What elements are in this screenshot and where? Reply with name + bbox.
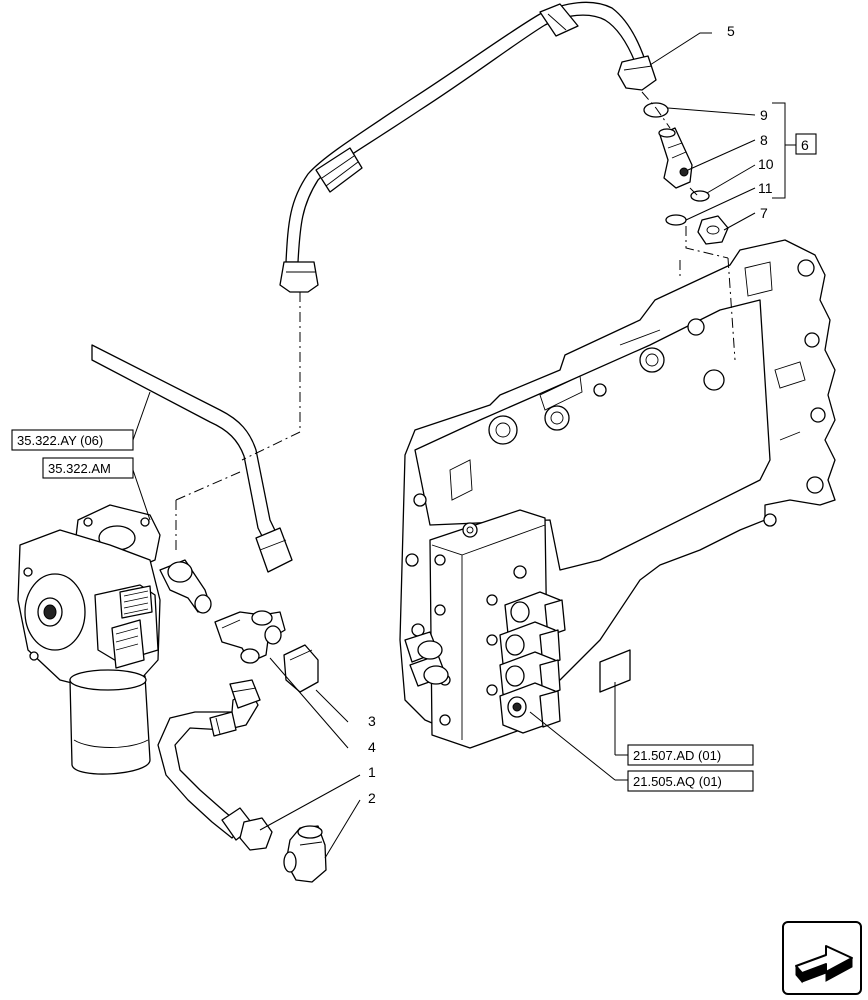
- solenoid-4: [499, 682, 561, 734]
- callout-2: 2: [368, 790, 376, 806]
- callout-6-box: [795, 133, 817, 155]
- pump-assembly: [17, 504, 212, 775]
- callout-10: 10: [758, 156, 774, 172]
- reference-boxes: 35.322.AY (06) 35.322.AM 21.507.AD (01) …: [11, 429, 754, 792]
- callout-11: 11: [758, 180, 773, 196]
- o-ring-10: [690, 190, 710, 202]
- callout-5: 5: [727, 23, 735, 39]
- lower-hose-1: [157, 679, 273, 851]
- steel-pipe: [91, 344, 293, 573]
- leader-lines: [132, 32, 796, 859]
- callout-7: 7: [760, 205, 768, 221]
- ref-35-322-am: 35.322.AM: [48, 461, 111, 476]
- valve-section-stack: [404, 509, 566, 749]
- elbow-fitting-2: [283, 825, 327, 883]
- lock-nut-7: [697, 215, 729, 245]
- callout-8: 8: [760, 132, 768, 148]
- upper-hose: [279, 1, 657, 293]
- ref-35-322-ay: 35.322.AY (06): [17, 433, 103, 448]
- ref-21-507-ad: 21.507.AD (01): [633, 748, 721, 763]
- callout-3: 3: [368, 713, 376, 729]
- callout-6: 6: [801, 137, 809, 153]
- o-ring-11: [665, 214, 687, 226]
- center-lines: [175, 91, 736, 552]
- callout-numbers: 5 9 8 10 11 7 6 3 4 1 2: [368, 23, 817, 806]
- o-ring-9: [643, 102, 669, 118]
- callout-9: 9: [760, 107, 768, 123]
- ref-21-505-aq: 21.505.AQ (01): [633, 774, 722, 789]
- callout-1: 1: [368, 764, 376, 780]
- arrow-next-icon[interactable]: [782, 921, 862, 995]
- tee-fitting-4: [214, 610, 286, 664]
- callout-4: 4: [368, 739, 376, 755]
- nut-3: [283, 644, 319, 693]
- seal-and-elbow-kit: [643, 102, 729, 245]
- solenoid-3: [499, 651, 561, 703]
